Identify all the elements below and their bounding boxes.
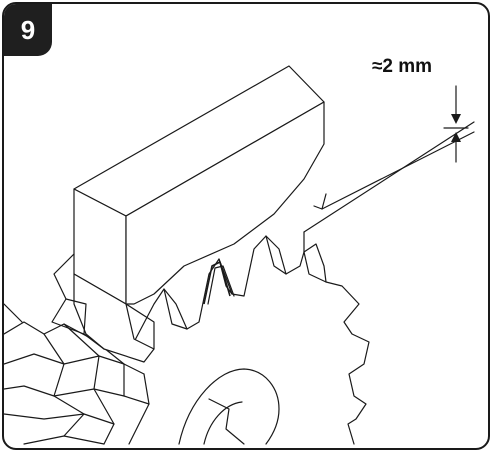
rack-bottom-bevel bbox=[73, 273, 155, 363]
meshing-tooth-edge bbox=[207, 265, 235, 305]
step-number-badge: 9 bbox=[4, 4, 52, 56]
motor-shaft bbox=[4, 303, 150, 445]
dimension-label: ≈2 mm bbox=[372, 56, 432, 77]
dimension-indicator: ≈2 mm bbox=[372, 56, 469, 163]
gear-hub-inner bbox=[203, 401, 243, 445]
gear-hub-keyway bbox=[208, 398, 245, 445]
technical-drawing: ≈2 mm bbox=[4, 56, 475, 445]
meshing-tooth bbox=[203, 261, 231, 305]
gear-tooth-roots bbox=[163, 288, 188, 330]
step-number: 9 bbox=[20, 14, 36, 45]
arrow-up-icon bbox=[451, 132, 461, 142]
rack-bar bbox=[51, 65, 325, 363]
rack-side-face bbox=[125, 101, 325, 305]
arrow-down-icon bbox=[451, 114, 461, 124]
upper-reference-line bbox=[303, 121, 475, 233]
gear-tooth-roots-4 bbox=[303, 251, 327, 283]
rack-teeth bbox=[51, 253, 105, 350]
gear-tooth-roots-3 bbox=[265, 235, 287, 275]
gear-hub-bore bbox=[178, 368, 280, 445]
reference-lines bbox=[303, 121, 475, 253]
lower-reference-line bbox=[321, 131, 475, 210]
